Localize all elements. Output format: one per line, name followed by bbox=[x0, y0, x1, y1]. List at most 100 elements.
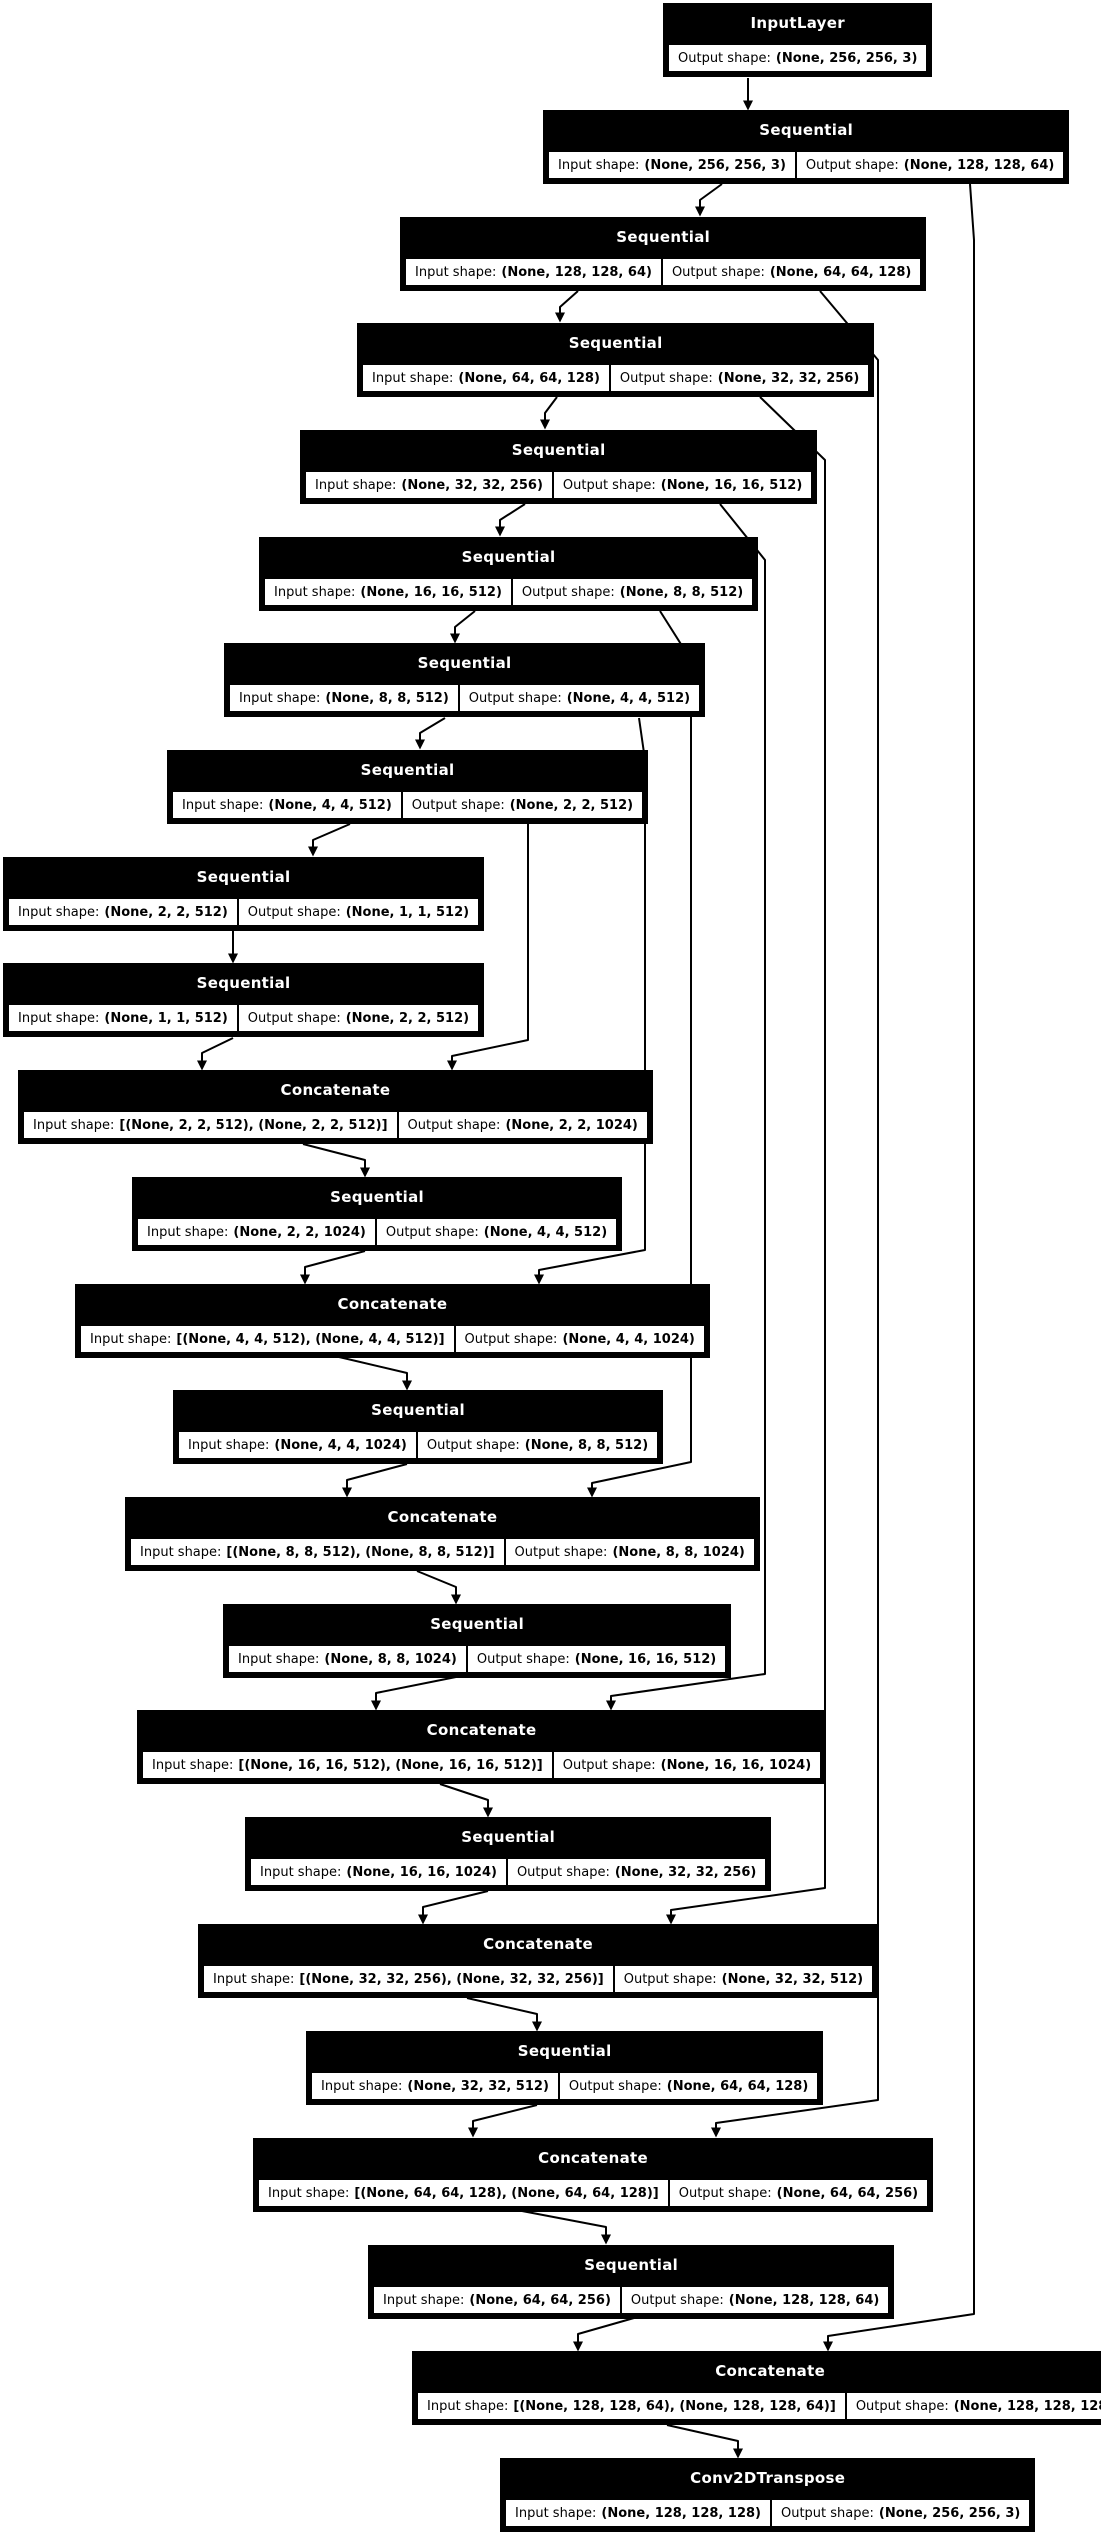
shape-row: Input shape:(None, 4, 4, 1024)Output sha… bbox=[177, 1430, 660, 1460]
input-shape-label: Input shape: bbox=[260, 1864, 342, 1880]
layer-type-label: Sequential bbox=[568, 334, 663, 352]
input-shape-label: Input shape: bbox=[147, 1224, 229, 1240]
shape-row: Input shape:(None, 16, 16, 1024)Output s… bbox=[249, 1857, 768, 1887]
shape-row: Input shape:[(None, 2, 2, 512), (None, 2… bbox=[22, 1110, 649, 1140]
input-shape-label: Input shape: bbox=[274, 584, 356, 600]
output-shape-value: (None, 32, 32, 256) bbox=[717, 370, 860, 386]
output-shape-label: Output shape: bbox=[426, 1437, 520, 1453]
main-chain-edge bbox=[308, 823, 351, 857]
layer-type-label: Sequential bbox=[371, 1401, 465, 1419]
input-shape-cell: Input shape:(None, 256, 256, 3) bbox=[547, 150, 797, 180]
input-shape-cell: Input shape:(None, 8, 8, 1024) bbox=[227, 1644, 468, 1674]
layer-header: Sequential bbox=[224, 643, 706, 683]
output-shape-value: (None, 2, 2, 512) bbox=[345, 1010, 470, 1026]
input-shape-value: (None, 4, 4, 1024) bbox=[274, 1437, 407, 1453]
layer-type-label: Sequential bbox=[511, 441, 606, 459]
output-shape-cell: Output shape:(None, 16, 16, 512) bbox=[465, 1644, 728, 1674]
output-shape-label: Output shape: bbox=[247, 904, 341, 920]
layer-header: Sequential bbox=[306, 2031, 824, 2071]
output-shape-cell: Output shape:(None, 64, 64, 128) bbox=[660, 257, 923, 287]
output-shape-cell: Output shape:(None, 8, 8, 1024) bbox=[503, 1537, 756, 1567]
layer-header: Sequential bbox=[245, 1817, 772, 1857]
input-shape-value: (None, 8, 8, 512) bbox=[325, 690, 449, 706]
input-shape-label: Input shape: bbox=[558, 157, 640, 173]
output-shape-value: (None, 128, 128, 64) bbox=[728, 2292, 880, 2308]
main-chain-edge bbox=[555, 290, 579, 323]
output-shape-value: (None, 4, 4, 512) bbox=[483, 1224, 608, 1240]
input-shape-label: Input shape: bbox=[33, 1117, 115, 1133]
output-shape-value: (None, 256, 256, 3) bbox=[878, 2505, 1021, 2521]
output-shape-value: (None, 64, 64, 128) bbox=[666, 2078, 809, 2094]
main-chain-edge bbox=[415, 717, 446, 750]
shape-row: Input shape:(None, 1, 1, 512) Output shap… bbox=[7, 1003, 481, 1033]
output-shape-value: (None, 16, 16, 512) bbox=[574, 1651, 717, 1667]
input-shape-value: (None, 16, 16, 512) bbox=[360, 584, 502, 600]
input-shape-cell: Input shape:[(None, 16, 16, 512), (None,… bbox=[141, 1750, 554, 1780]
main-chain-edge bbox=[695, 183, 723, 217]
output-shape-cell: Output shape:(None, 1, 1, 512) bbox=[236, 897, 481, 927]
output-shape-value: (None, 8, 8, 1024) bbox=[612, 1544, 745, 1560]
input-shape-value: [(None, 128, 128, 64), (None, 128, 128, … bbox=[513, 2398, 836, 2414]
output-shape-cell: Output shape:(None, 8, 8, 512) bbox=[415, 1430, 660, 1460]
input-shape-cell: Input shape:(None, 64, 64, 128) bbox=[361, 363, 611, 393]
output-shape-label: Output shape: bbox=[623, 1971, 717, 1987]
shape-row: Input shape:(None, 2, 2, 512)Output shap… bbox=[7, 897, 481, 927]
layer-header: Concatenate bbox=[412, 2351, 1101, 2391]
shape-row: Input shape:(None, 8, 8, 1024)Output sha… bbox=[227, 1644, 728, 1674]
output-shape-label: Output shape: bbox=[411, 797, 505, 813]
output-shape-cell: Output shape:(None, 16, 16, 1024) bbox=[551, 1750, 823, 1780]
layer-header: Sequential bbox=[3, 963, 485, 1003]
layer-header: InputLayer bbox=[663, 3, 933, 43]
input-shape-value: (None, 1, 1, 512) bbox=[104, 1010, 228, 1026]
main-chain-edge bbox=[302, 1143, 370, 1178]
main-chain-edge bbox=[466, 1997, 542, 2032]
input-shape-cell: Input shape:(None, 2, 2, 512) bbox=[7, 897, 239, 927]
shape-row: Input shape:(None, 32, 32, 256)Output sh… bbox=[304, 470, 814, 500]
layer-type-label: Concatenate bbox=[538, 2149, 648, 2167]
input-shape-cell: Input shape:(None, 16, 16, 512) bbox=[263, 577, 513, 607]
input-shape-cell: Input shape:(None, 32, 32, 256) bbox=[304, 470, 554, 500]
output-shape-label: Output shape: bbox=[464, 1331, 558, 1347]
input-shape-value: (None, 16, 16, 1024) bbox=[346, 1864, 497, 1880]
output-shape-value: (None, 8, 8, 512) bbox=[619, 584, 744, 600]
input-shape-cell: Input shape:(None, 64, 64, 256) bbox=[372, 2285, 622, 2315]
input-shape-cell: Input shape:(None, 4, 4, 512) bbox=[171, 790, 403, 820]
main-chain-edge bbox=[197, 1037, 234, 1071]
shape-row: Input shape:(None, 32, 32, 512)Output sh… bbox=[310, 2071, 820, 2101]
main-chain-edge bbox=[439, 1783, 493, 1818]
shape-row: Input shape:(None, 256, 256, 3)Output sh… bbox=[547, 150, 1066, 180]
layer-type-label: Sequential bbox=[461, 548, 556, 566]
output-shape-label: Output shape: bbox=[514, 1544, 608, 1560]
input-shape-label: Input shape: bbox=[182, 797, 264, 813]
input-shape-cell: Input shape:(None, 1, 1, 512) bbox=[7, 1003, 239, 1033]
layer-header: Sequential bbox=[543, 110, 1070, 150]
output-shape-value: (None, 64, 64, 256) bbox=[776, 2185, 919, 2201]
layer-type-label: Sequential bbox=[417, 654, 512, 672]
output-shape-value: (None, 16, 16, 1024) bbox=[660, 1757, 812, 1773]
output-shape-label: Output shape: bbox=[247, 1010, 341, 1026]
layer-type-label: Conv2DTranspose bbox=[690, 2469, 846, 2487]
layer-type-label: Concatenate bbox=[715, 2362, 826, 2380]
shape-row: Input shape:(None, 64, 64, 128) Output sh… bbox=[361, 363, 871, 393]
layer-header: Sequential bbox=[368, 2245, 895, 2285]
input-shape-label: Input shape: bbox=[18, 1010, 100, 1026]
layer-header: Concatenate bbox=[125, 1497, 760, 1537]
output-shape-cell: Output shape:(None, 2, 2, 1024) bbox=[396, 1110, 649, 1140]
output-shape-label: Output shape: bbox=[619, 370, 713, 386]
output-shape-cell: Output shape:(None, 128, 128, 64) bbox=[794, 150, 1066, 180]
layer-header: Sequential bbox=[223, 1604, 732, 1644]
shape-row: Input shape:(None, 8, 8, 512)Output shap… bbox=[228, 683, 702, 713]
output-shape-value: (None, 8, 8, 512) bbox=[524, 1437, 649, 1453]
output-shape-cell: Output shape:(None, 2, 2, 512) bbox=[400, 790, 645, 820]
output-shape-label: Output shape: bbox=[678, 2185, 772, 2201]
input-shape-cell: Input shape:(None, 8, 8, 512) bbox=[228, 683, 460, 713]
input-shape-cell: Input shape:[(None, 128, 128, 64), (None… bbox=[416, 2391, 847, 2421]
